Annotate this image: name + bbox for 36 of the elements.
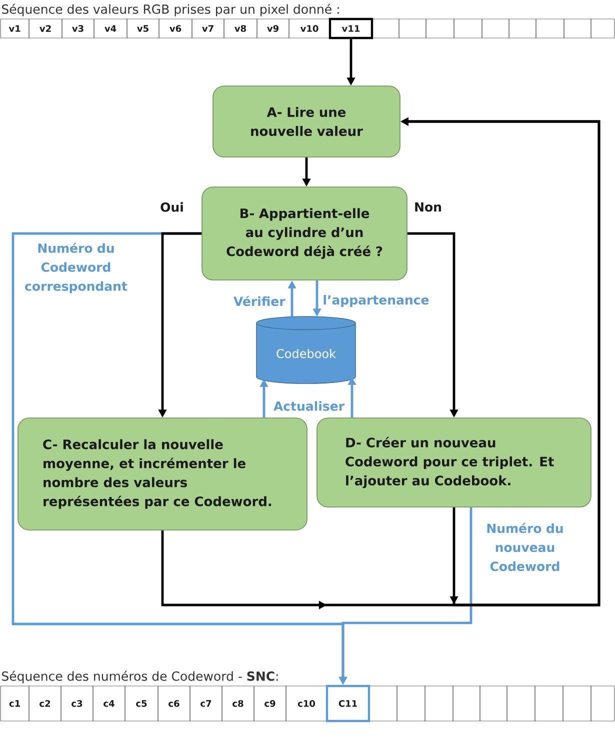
table-cell: c9 (254, 686, 286, 722)
table-cell: c4 (92, 686, 126, 722)
table-cell: v5 (126, 18, 160, 38)
arrow-label: Actualiser (272, 400, 346, 412)
table-cell: v8 (224, 18, 258, 38)
table-cell: c1 (0, 686, 30, 722)
highlighted-cell: C11 (326, 684, 370, 722)
database-cylinder: Codebook (256, 316, 356, 384)
table-cell: c7 (190, 686, 222, 722)
edge-label: Non (412, 200, 444, 214)
table-cell: v2 (28, 18, 62, 38)
table-cell: v1 (0, 18, 30, 38)
edge-label: Oui (158, 200, 186, 214)
process-box: C- Recalculer la nouvelle moyenne, et incrémenter le nombre des valeurs représentées par ce Codeword. (18, 418, 308, 530)
sequence-heading: Séquence des numéros de Codeword - SNC: (2, 670, 278, 684)
edge-label: Numéro du nouveau Codeword (478, 521, 572, 573)
highlighted-cell: v11 (328, 18, 374, 40)
table-cell: c8 (222, 686, 254, 722)
process-box: D- Créer un nouveau Codeword pour ce triplet. Et l’ajouter au Codebook. (316, 418, 592, 508)
edge-label: Numéro du Codeword correspondant (16, 241, 136, 295)
process-box: A- Lire une nouvelle valeur (212, 86, 400, 158)
sequence-heading: Séquence des valeurs RGB prises par un pixel donné : (2, 4, 339, 16)
table-cell: v7 (192, 18, 224, 38)
table-cell: c10 (286, 686, 328, 722)
edge-label: Vérifier (232, 294, 287, 308)
table-cell: c3 (60, 686, 94, 722)
table-cell: v4 (94, 18, 128, 38)
edge-label: l’appartenance (321, 293, 431, 309)
table-cell: v9 (256, 18, 290, 38)
table-cell: c6 (158, 686, 190, 722)
table-cell: v3 (62, 18, 94, 38)
table-cell: c2 (28, 686, 62, 722)
table-cell: v6 (158, 18, 192, 38)
table-cell: v10 (288, 18, 330, 38)
table-cell: c5 (124, 686, 158, 722)
question-box: B- Appartient-elle au cylindre d’un Codeword déjà créé ? (202, 186, 408, 280)
